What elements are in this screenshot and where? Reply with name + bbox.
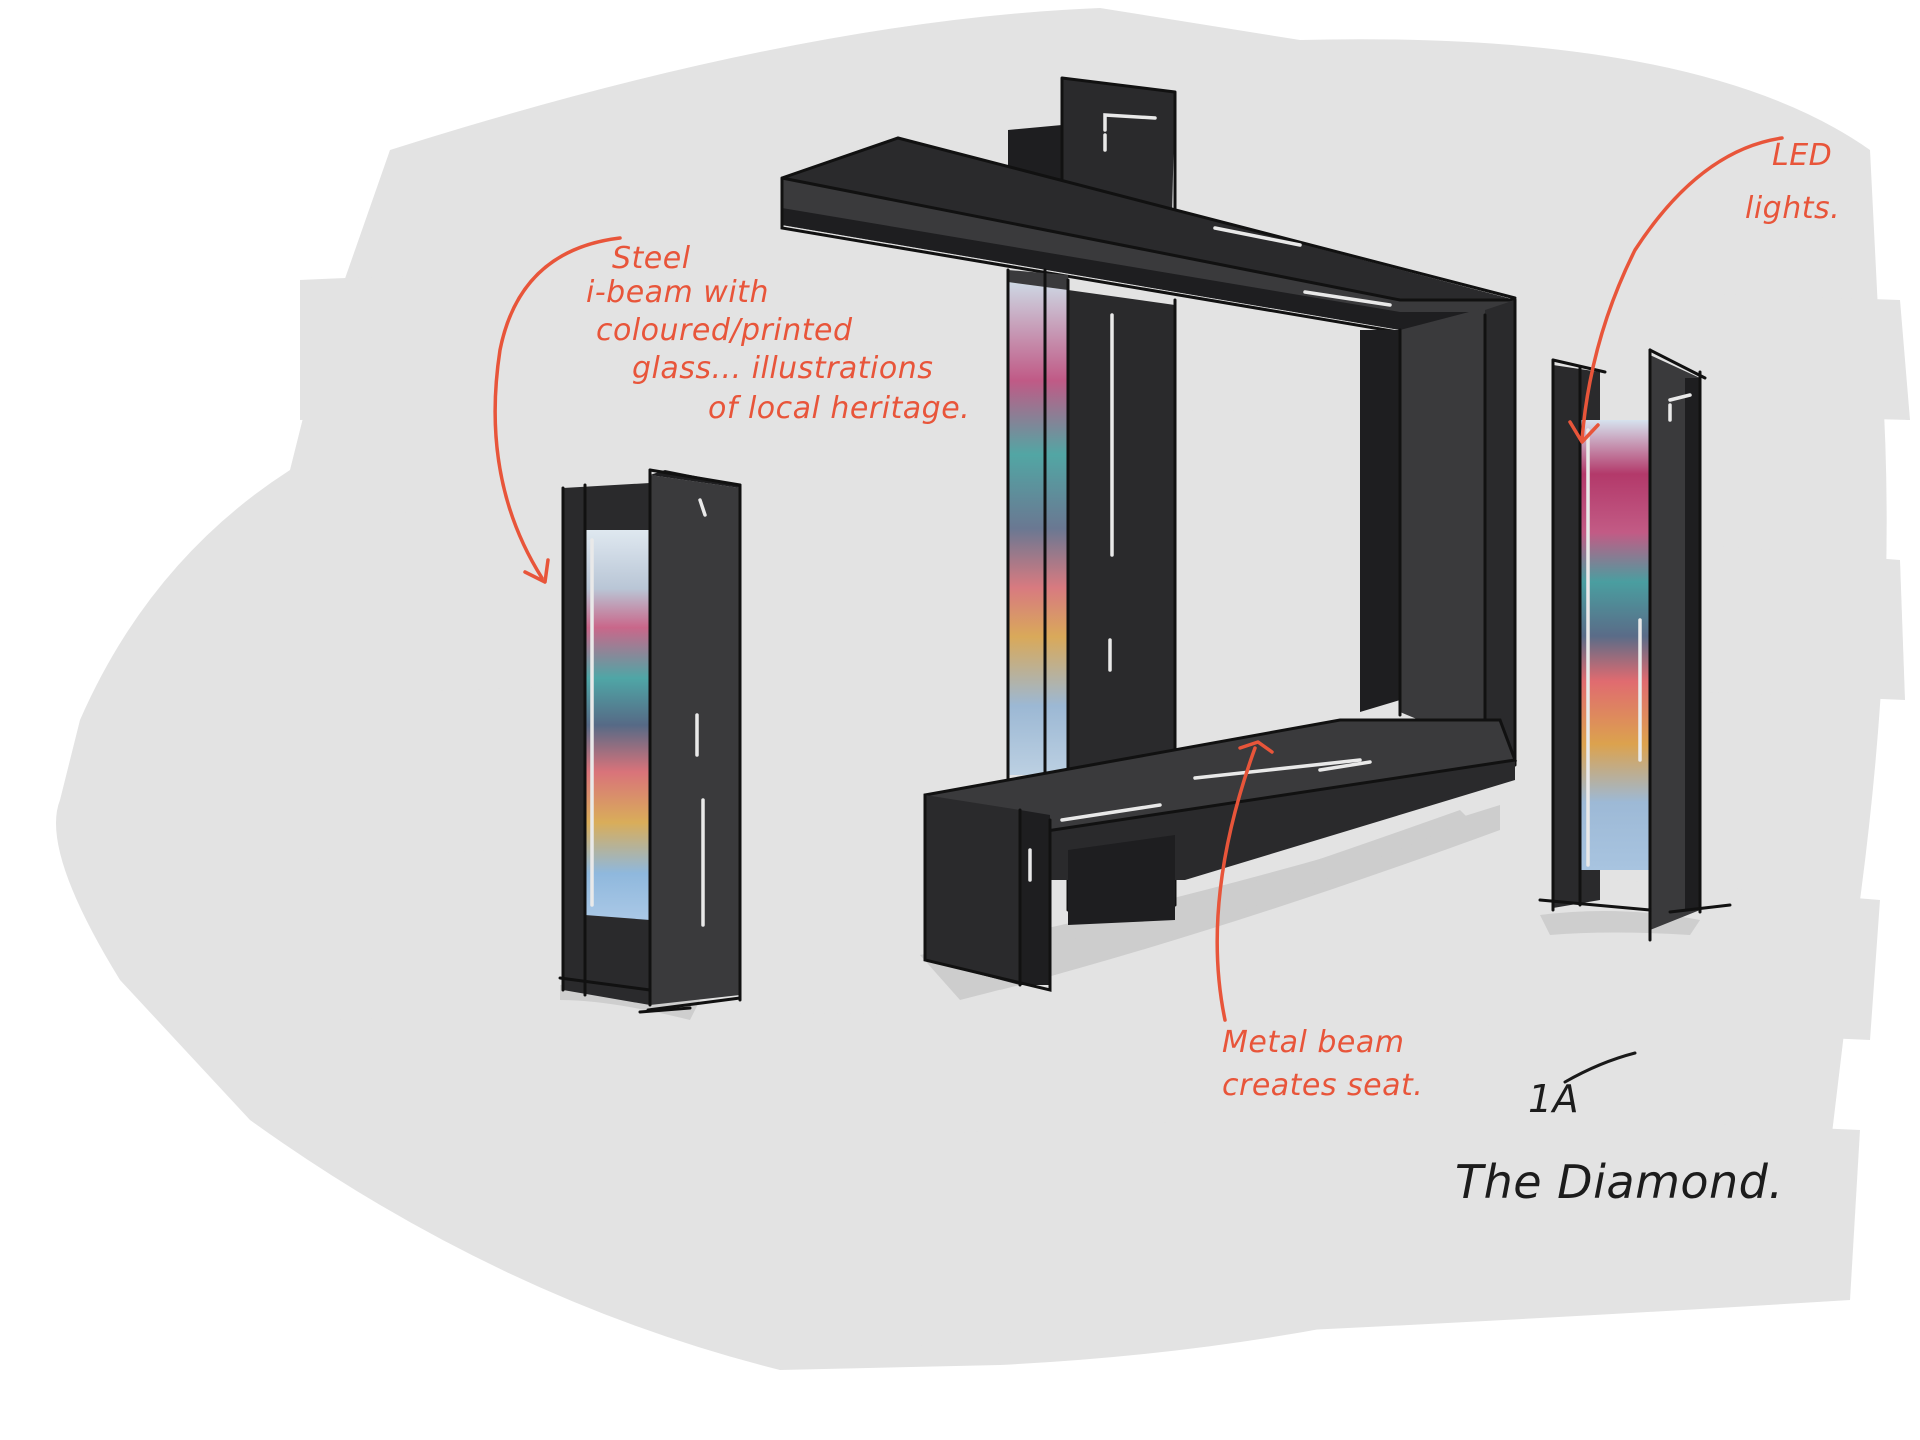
steel-note-line-4: glass... illustrations — [632, 351, 933, 386]
steel-note-line-5: of local heritage. — [708, 391, 970, 426]
steel-arrow — [493, 236, 622, 580]
led-arrowhead — [1568, 420, 1600, 444]
annotation-seat: Metal beam creates seat. — [1215, 740, 1423, 1103]
seat-note-line-2: creates seat. — [1222, 1068, 1423, 1103]
seat-arrowhead — [1238, 740, 1274, 754]
annotation-led-lights: LED lights. — [1568, 136, 1840, 444]
steel-note-line-1: Steel — [612, 241, 691, 276]
design-title: 1A The Diamond. — [1455, 1051, 1784, 1209]
left-glass-pillar — [558, 468, 742, 1014]
seat-arrow — [1215, 746, 1257, 1022]
led-arrow — [1580, 136, 1784, 442]
led-note-line-1: LED — [1772, 138, 1832, 173]
seat-note-line-1: Metal beam — [1222, 1025, 1404, 1060]
annotation-steel-beam: Steel i-beam with coloured/printed glass… — [493, 236, 970, 584]
design-number: 1A — [1528, 1077, 1579, 1121]
led-note-line-2: lights. — [1745, 191, 1840, 226]
steel-note-line-3: coloured/printed — [596, 313, 853, 348]
central-frame-structure — [780, 76, 1518, 992]
right-glass-pillar — [1538, 348, 1732, 942]
design-number-flourish — [1563, 1051, 1637, 1084]
steel-note-line-2: i-beam with — [586, 275, 769, 310]
steel-arrowhead — [523, 558, 550, 584]
design-name: The Diamond. — [1455, 1155, 1784, 1209]
